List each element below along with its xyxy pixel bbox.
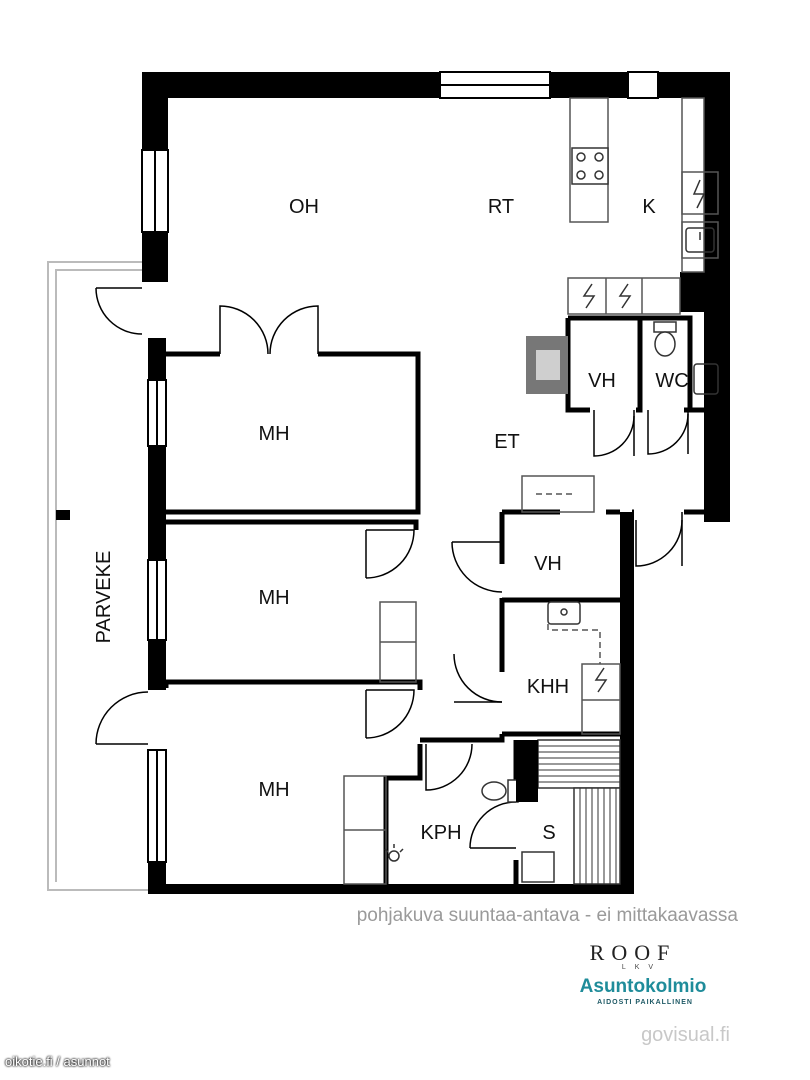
stove-icon (571, 147, 609, 185)
room-label-mh-middle: MH (258, 587, 289, 609)
room-label-k: K (642, 196, 656, 218)
room-label-s: S (542, 822, 555, 844)
balcony-outline (47, 261, 152, 891)
shower-icon (384, 844, 404, 862)
room-label-mh-bottom: MH (258, 779, 289, 801)
room-label-parveke: PARVEKE (93, 551, 115, 644)
room-label-kph: KPH (420, 822, 461, 844)
room-label-mh-top: MH (258, 423, 289, 445)
roof-logo: ROOF (589, 940, 677, 965)
kitchen-fixtures (567, 97, 719, 315)
room-label-vh-middle: VH (534, 553, 562, 575)
room-label-et: ET (494, 431, 520, 453)
interior-walls (163, 315, 715, 884)
room-label-rt: RT (488, 196, 514, 218)
doors (95, 287, 689, 849)
room-label-oh: OH (289, 196, 319, 218)
windows (141, 71, 659, 863)
toilet-icon (481, 321, 677, 803)
sauna-heater (521, 851, 555, 883)
sauna-partition (516, 740, 538, 802)
roof-logo-subtitle: LKV (621, 964, 663, 971)
fireplace-icon (526, 336, 568, 394)
asuntokolmio-logo: Asuntokolmio (579, 976, 707, 997)
room-label-wc: WC (655, 370, 688, 392)
room-label-khh: KHH (527, 676, 569, 698)
scale-disclaimer: pohjakuva suuntaa-antava - ei mittakaava… (356, 905, 738, 926)
sink-icon (685, 227, 715, 253)
asuntokolmio-tagline: AIDOSTI PAIKALLINEN (597, 999, 693, 1006)
wardrobes (343, 475, 621, 885)
room-label-vh-upper: VH (588, 370, 616, 392)
sauna-slats (538, 745, 620, 884)
designer-credit: govisual.fi (641, 1024, 730, 1046)
washbasin-icon (547, 363, 719, 625)
source-watermark: oikotie.fi / asunnot (5, 1054, 110, 1069)
balcony-post (56, 510, 70, 520)
